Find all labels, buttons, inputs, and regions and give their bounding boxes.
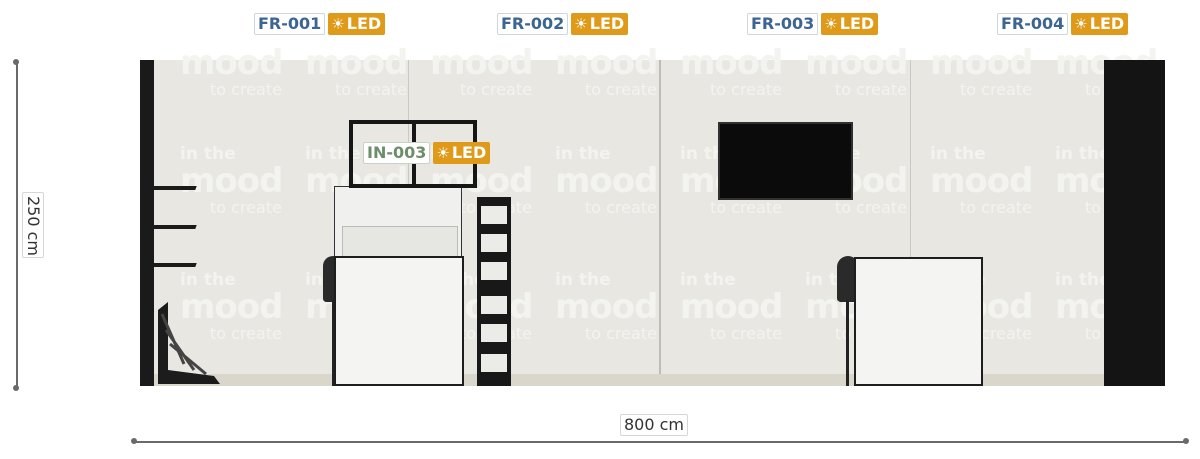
watermark-line-to-create: to create	[460, 80, 532, 99]
brochure-slot	[481, 234, 507, 252]
watermark-line-to-create: to create	[210, 80, 282, 99]
right-counter	[854, 257, 983, 386]
width-dimension-label: 800 cm	[620, 414, 689, 436]
sun-icon: ☀	[436, 144, 450, 162]
sun-icon: ☀	[824, 15, 838, 33]
led-badge: ☀LED	[433, 142, 491, 164]
watermark-line-mood: mood	[305, 43, 408, 83]
led-badge: ☀LED	[328, 13, 386, 35]
brochure-slot	[481, 296, 507, 314]
watermark-line-mood: mood	[180, 161, 283, 201]
sun-icon: ☀	[574, 15, 588, 33]
watermark-line-mood: mood	[180, 287, 283, 327]
watermark-line-in-the: in the	[1055, 144, 1111, 164]
watermark-line-in-the: in the	[680, 270, 736, 290]
height-dimension-label: 250 cm	[22, 192, 44, 258]
watermark-line-mood: mood	[930, 43, 1033, 83]
frame-code: FR-003	[747, 13, 819, 35]
bar-chair-stem	[332, 300, 335, 386]
watermark-line-mood: mood	[430, 43, 533, 83]
watermark-line-in-the: in the	[930, 144, 986, 164]
inner-code: IN-003	[363, 142, 431, 164]
bar-chair-stem	[846, 300, 849, 386]
watermark-line-to-create: to create	[585, 80, 657, 99]
panel-seam	[659, 60, 661, 374]
dimension-end-dot	[131, 438, 137, 444]
watermark-line-to-create: to create	[960, 80, 1032, 99]
frame-code: FR-001	[254, 13, 326, 35]
watermark-line-to-create: to create	[210, 198, 282, 217]
brochure-slot	[481, 262, 507, 280]
watermark-line-in-the: in the	[305, 144, 361, 164]
watermark-line-mood: mood	[805, 43, 908, 83]
watermark-line-to-create: to create	[585, 324, 657, 343]
watermark-line-to-create: to create	[710, 324, 782, 343]
watermark-line-mood: mood	[680, 287, 783, 327]
led-badge: ☀LED	[571, 13, 629, 35]
watermark-line-in-the: in the	[555, 144, 611, 164]
right-side-wall	[1104, 60, 1165, 386]
shoe-rack	[158, 302, 220, 384]
led-text: LED	[1089, 14, 1125, 33]
watermark-line-in-the: in the	[555, 270, 611, 290]
bar-chair	[837, 256, 859, 302]
watermark-line-to-create: to create	[210, 324, 282, 343]
panel-seam	[910, 60, 911, 374]
led-text: LED	[451, 143, 487, 162]
dimension-end-dot	[13, 385, 19, 391]
frame-code: FR-004	[997, 13, 1069, 35]
dimension-end-dot	[1183, 438, 1189, 444]
left-side-wall	[140, 60, 154, 386]
sun-icon: ☀	[1074, 15, 1088, 33]
inner-label-in-003: IN-003 ☀LED	[363, 142, 491, 164]
sun-icon: ☀	[331, 15, 345, 33]
back-wall	[140, 60, 1165, 386]
watermark-line-mood: mood	[930, 161, 1033, 201]
frame-label-fr-002: FR-002 ☀LED	[497, 13, 629, 35]
watermark-line-to-create: to create	[710, 80, 782, 99]
wall-shelf	[151, 186, 197, 190]
watermark-line-mood: mood	[555, 287, 658, 327]
watermark-line-mood: mood	[555, 161, 658, 201]
frame-label-fr-003: FR-003 ☀LED	[747, 13, 879, 35]
watermark-line-mood: mood	[680, 43, 783, 83]
watermark-line-mood: mood	[555, 43, 658, 83]
wall-shelf	[151, 263, 197, 267]
frame-label-fr-001: FR-001 ☀LED	[254, 13, 386, 35]
watermark-line-in-the: in the	[180, 144, 236, 164]
led-badge: ☀LED	[1071, 13, 1129, 35]
watermark-line-to-create: to create	[335, 80, 407, 99]
watermark-line-in-the: in the	[1055, 270, 1111, 290]
left-counter	[334, 256, 464, 386]
brochure-slot	[481, 354, 507, 372]
width-dimension-line	[134, 441, 1186, 443]
brochure-slot	[481, 206, 507, 224]
led-text: LED	[589, 14, 625, 33]
watermark-line-to-create: to create	[585, 198, 657, 217]
watermark-line-to-create: to create	[710, 198, 782, 217]
dimension-end-dot	[13, 59, 19, 65]
vitrine-shelf	[342, 226, 458, 258]
brochure-slot	[481, 324, 507, 342]
watermark-line-to-create: to create	[835, 80, 907, 99]
led-text: LED	[839, 14, 875, 33]
frame-label-fr-004: FR-004 ☀LED	[997, 13, 1129, 35]
tv-screen	[718, 122, 853, 200]
frame-code: FR-002	[497, 13, 569, 35]
watermark-line-to-create: to create	[960, 198, 1032, 217]
wall-shelf	[151, 225, 197, 229]
floor	[140, 374, 1165, 386]
watermark-line-mood: mood	[180, 43, 283, 83]
light-frame-post	[349, 120, 353, 188]
led-text: LED	[346, 14, 382, 33]
watermark-line-to-create: to create	[835, 198, 907, 217]
watermark-line-in-the: in the	[180, 270, 236, 290]
height-dimension-line	[16, 62, 18, 388]
led-badge: ☀LED	[821, 13, 879, 35]
